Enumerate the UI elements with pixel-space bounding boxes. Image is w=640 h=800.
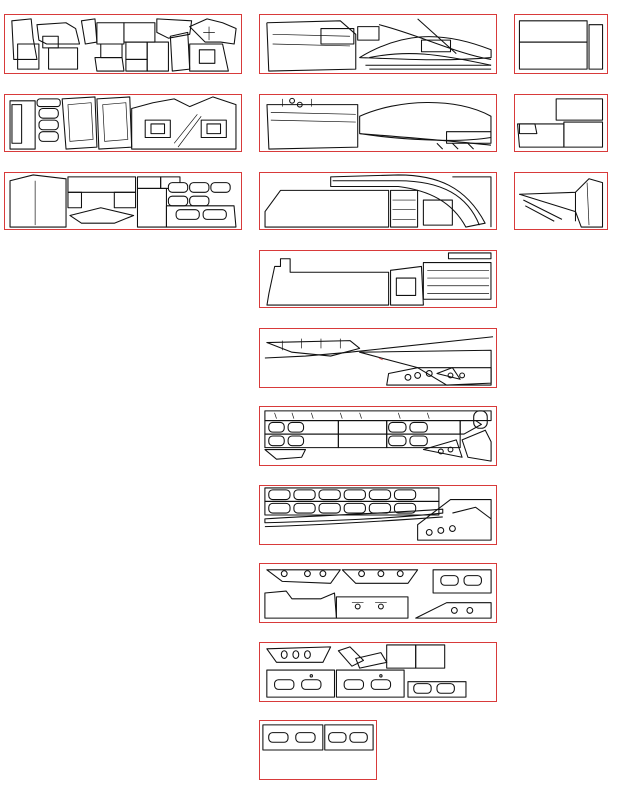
parts-outline — [264, 410, 492, 462]
panel-mid-2 — [259, 94, 497, 152]
parts-outline — [264, 174, 492, 228]
panel-mid-7 — [259, 485, 497, 545]
parts-outline — [262, 724, 374, 751]
parts-outline — [266, 644, 467, 698]
panel-mid-6 — [259, 406, 497, 466]
panel-mid-1 — [259, 14, 497, 74]
panel-left-3 — [4, 172, 242, 230]
parts-outline — [517, 98, 604, 148]
panel-left-2 — [4, 94, 242, 152]
parts-outline — [264, 487, 492, 541]
parts-outline — [266, 252, 492, 306]
parts-outline — [518, 178, 604, 228]
panel-mid-9 — [259, 642, 497, 702]
panel-right-3 — [514, 172, 608, 230]
parts-outline — [9, 174, 237, 228]
parts-outline — [264, 336, 494, 386]
parts-outline — [266, 97, 492, 150]
panel-mid-4 — [259, 250, 497, 308]
panel-mid-8 — [259, 563, 497, 623]
parts-outline — [264, 569, 492, 619]
parts-outline — [9, 96, 237, 150]
panel-right-1 — [514, 14, 608, 74]
parts-outline — [266, 18, 492, 72]
panel-mid-5 — [259, 328, 497, 388]
panel-mid-3 — [259, 172, 497, 230]
panel-left-1 — [4, 14, 242, 74]
parts-outline — [11, 18, 237, 72]
panel-right-2 — [514, 94, 608, 152]
parts-outline — [518, 20, 604, 70]
panel-mid-10 — [259, 720, 377, 780]
